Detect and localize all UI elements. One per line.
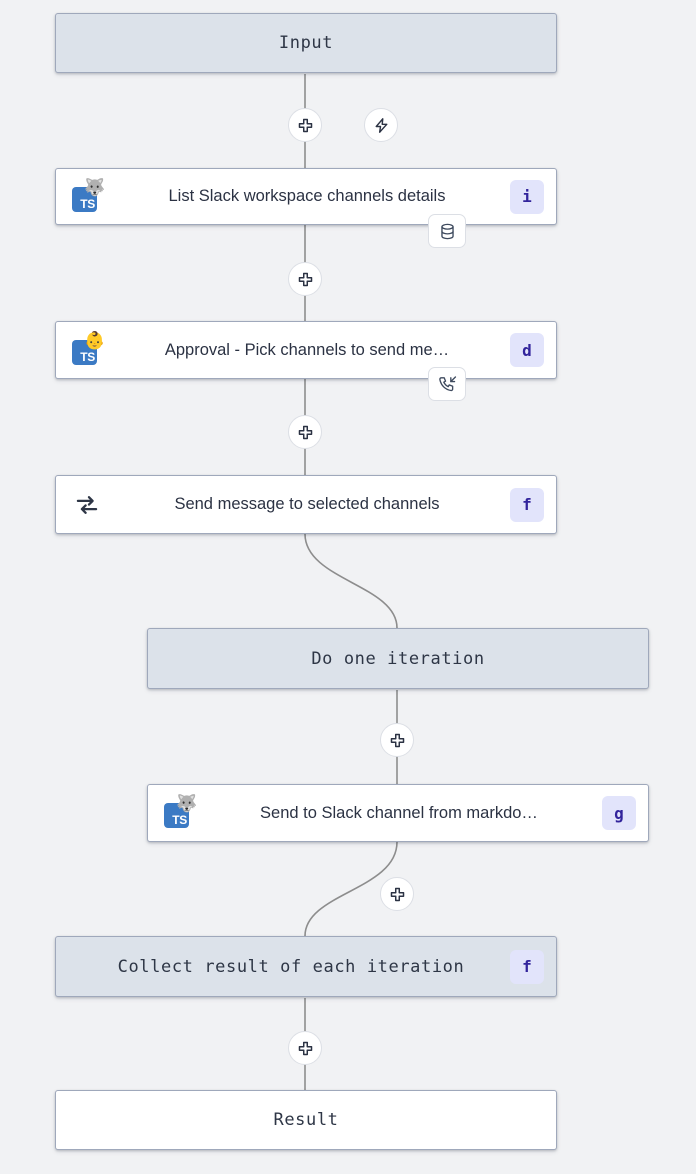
collect-result-label: Collect result of each iteration: [117, 956, 465, 977]
step-label: Send message to selected channels: [174, 495, 440, 513]
database-button[interactable]: [428, 214, 466, 248]
step-label-wrap: Approval - Pick channels to send me…: [104, 341, 510, 360]
lightning-icon: [375, 117, 387, 133]
plus-icon: [298, 272, 312, 286]
step-icon-slot: TS 👶: [70, 331, 106, 367]
plus-icon: [298, 118, 312, 132]
add-step-button-4[interactable]: [380, 723, 414, 757]
plus-icon: [298, 1041, 312, 1055]
result-node-label: Result: [273, 1110, 339, 1130]
step-id-badge[interactable]: d: [510, 333, 544, 367]
step-node-list-slack-channels[interactable]: TS 🐺 List Slack workspace channels detai…: [55, 168, 557, 225]
do-one-iteration-label: Do one iteration: [311, 648, 485, 669]
plus-icon: [298, 425, 312, 439]
step-label: Approval - Pick channels to send me…: [164, 340, 450, 359]
step-node-forloop[interactable]: Send message to selected channels f: [55, 475, 557, 534]
do-one-iteration-node[interactable]: Do one iteration: [147, 628, 649, 689]
step-label: Send to Slack channel from markdo…: [260, 803, 538, 822]
step-label-wrap: List Slack workspace channels details: [104, 187, 510, 206]
approval-callback-button[interactable]: [428, 367, 466, 401]
result-node[interactable]: Result: [55, 1090, 557, 1150]
step-icon-slot: TS 🐺: [70, 177, 106, 214]
add-step-button-1[interactable]: [288, 108, 322, 142]
add-step-button-3[interactable]: [288, 415, 322, 449]
plus-icon: [390, 733, 404, 747]
typescript-icon: TS: [72, 340, 97, 365]
loop-icon-wrap: [70, 488, 104, 522]
step-id-badge[interactable]: g: [602, 796, 636, 830]
add-step-button-5[interactable]: [380, 877, 414, 911]
edge-forloop-to-iteration: [304, 533, 398, 629]
collect-result-node[interactable]: Collect result of each iteration f: [55, 936, 557, 997]
baby-avatar-icon: 👶: [84, 331, 106, 350]
collect-id-badge[interactable]: f: [510, 949, 544, 984]
wolf-avatar-icon: 🐺: [176, 794, 198, 813]
database-icon: [440, 223, 454, 239]
add-step-button-6[interactable]: [288, 1031, 322, 1065]
step-label-wrap: Send to Slack channel from markdo…: [196, 804, 602, 823]
collect-label-wrap: Collect result of each iteration: [56, 957, 510, 977]
typescript-icon: TS: [72, 186, 97, 212]
wolf-avatar-icon: 🐺: [84, 177, 106, 197]
step-node-approval[interactable]: TS 👶 Approval - Pick channels to send me…: [55, 321, 557, 379]
step-label: List Slack workspace channels details: [168, 187, 446, 205]
step-id-badge[interactable]: f: [510, 487, 544, 522]
phone-incoming-icon: [438, 375, 456, 391]
step-icon-slot: [70, 488, 104, 522]
loop-icon: [76, 495, 98, 514]
trigger-button-1[interactable]: [364, 108, 398, 142]
plus-icon: [390, 887, 404, 901]
typescript-icon: TS: [164, 803, 189, 828]
input-node-label: Input: [278, 33, 334, 53]
step-node-send-markdown[interactable]: TS 🐺 Send to Slack channel from markdo… …: [147, 784, 649, 842]
step-id-badge[interactable]: i: [510, 179, 544, 214]
input-node[interactable]: Input: [55, 13, 557, 73]
step-icon-slot: TS 🐺: [162, 794, 198, 830]
step-label-wrap: Send message to selected channels: [104, 495, 510, 514]
add-step-button-2[interactable]: [288, 262, 322, 296]
